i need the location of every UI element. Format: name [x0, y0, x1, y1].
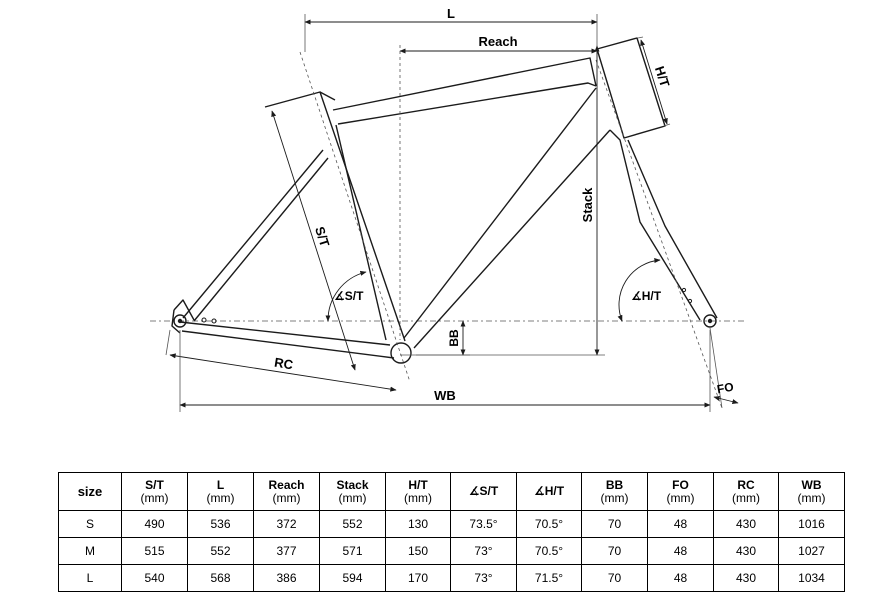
- header-stack: Stack(mm): [319, 472, 386, 511]
- cell-st: 540: [121, 564, 188, 592]
- table-row: M 515 552 377 571 150 73° 70.5° 70 48 43…: [58, 537, 845, 565]
- cell-st: 515: [121, 537, 188, 565]
- cell-st-angle: 73°: [450, 564, 517, 592]
- cell-fo: 48: [647, 564, 714, 592]
- table-row: S 490 536 372 552 130 73.5° 70.5° 70 48 …: [58, 510, 845, 538]
- label-bb: BB: [447, 329, 461, 347]
- frame-geometry-diagram: L Reach H/T S/T Stack ∡S/T ∡H/T BB RC WB…: [150, 6, 745, 412]
- cell-rc: 430: [713, 510, 779, 538]
- bike-frame: [171, 37, 718, 364]
- cell-wb: 1016: [778, 510, 845, 538]
- label-rc: RC: [273, 355, 294, 373]
- cell-size: M: [58, 537, 122, 565]
- header-reach: Reach(mm): [253, 472, 320, 511]
- cell-bb: 70: [581, 564, 648, 592]
- cell-ht-angle: 70.5°: [516, 510, 582, 538]
- geometry-table-container: size S/T(mm) L(mm) Reach(mm) Stack(mm) H…: [58, 472, 845, 592]
- cell-reach: 372: [253, 510, 320, 538]
- cell-reach: 386: [253, 564, 320, 592]
- label-ht-angle: ∡H/T: [631, 289, 662, 303]
- cell-fo: 48: [647, 510, 714, 538]
- header-size: size: [58, 472, 122, 511]
- table-header-row: size S/T(mm) L(mm) Reach(mm) Stack(mm) H…: [58, 472, 845, 511]
- cell-wb: 1027: [778, 537, 845, 565]
- cell-l: 536: [187, 510, 254, 538]
- header-fo: FO(mm): [647, 472, 714, 511]
- cell-reach: 377: [253, 537, 320, 565]
- cell-ht: 130: [385, 510, 451, 538]
- geometry-table: size S/T(mm) L(mm) Reach(mm) Stack(mm) H…: [58, 472, 845, 592]
- cell-l: 552: [187, 537, 254, 565]
- header-rc: RC(mm): [713, 472, 779, 511]
- cell-ht: 150: [385, 537, 451, 565]
- header-wb: WB(mm): [778, 472, 845, 511]
- header-ht-angle: ∡H/T: [516, 472, 582, 511]
- cell-bb: 70: [581, 510, 648, 538]
- label-fo: FO: [716, 380, 735, 397]
- cell-bb: 70: [581, 537, 648, 565]
- cell-rc: 430: [713, 537, 779, 565]
- label-stack: Stack: [580, 187, 595, 222]
- label-ht: H/T: [652, 64, 673, 89]
- header-st-angle: ∡S/T: [450, 472, 517, 511]
- cell-st-angle: 73.5°: [450, 510, 517, 538]
- cell-st-angle: 73°: [450, 537, 517, 565]
- label-l: L: [447, 6, 455, 21]
- cell-ht: 170: [385, 564, 451, 592]
- cell-size: L: [58, 564, 122, 592]
- cell-st: 490: [121, 510, 188, 538]
- header-bb: BB(mm): [581, 472, 648, 511]
- header-st: S/T(mm): [121, 472, 188, 511]
- cell-l: 568: [187, 564, 254, 592]
- cell-size: S: [58, 510, 122, 538]
- label-st-angle: ∡S/T: [334, 289, 364, 303]
- cell-stack: 571: [319, 537, 386, 565]
- cell-stack: 552: [319, 510, 386, 538]
- label-wb: WB: [434, 388, 456, 403]
- label-reach: Reach: [478, 34, 517, 49]
- cell-fo: 48: [647, 537, 714, 565]
- header-ht: H/T(mm): [385, 472, 451, 511]
- cell-ht-angle: 71.5°: [516, 564, 582, 592]
- cell-stack: 594: [319, 564, 386, 592]
- label-st: S/T: [312, 225, 333, 249]
- cell-wb: 1034: [778, 564, 845, 592]
- cell-ht-angle: 70.5°: [516, 537, 582, 565]
- table-row: L 540 568 386 594 170 73° 71.5° 70 48 43…: [58, 564, 845, 592]
- cell-rc: 430: [713, 564, 779, 592]
- header-l: L(mm): [187, 472, 254, 511]
